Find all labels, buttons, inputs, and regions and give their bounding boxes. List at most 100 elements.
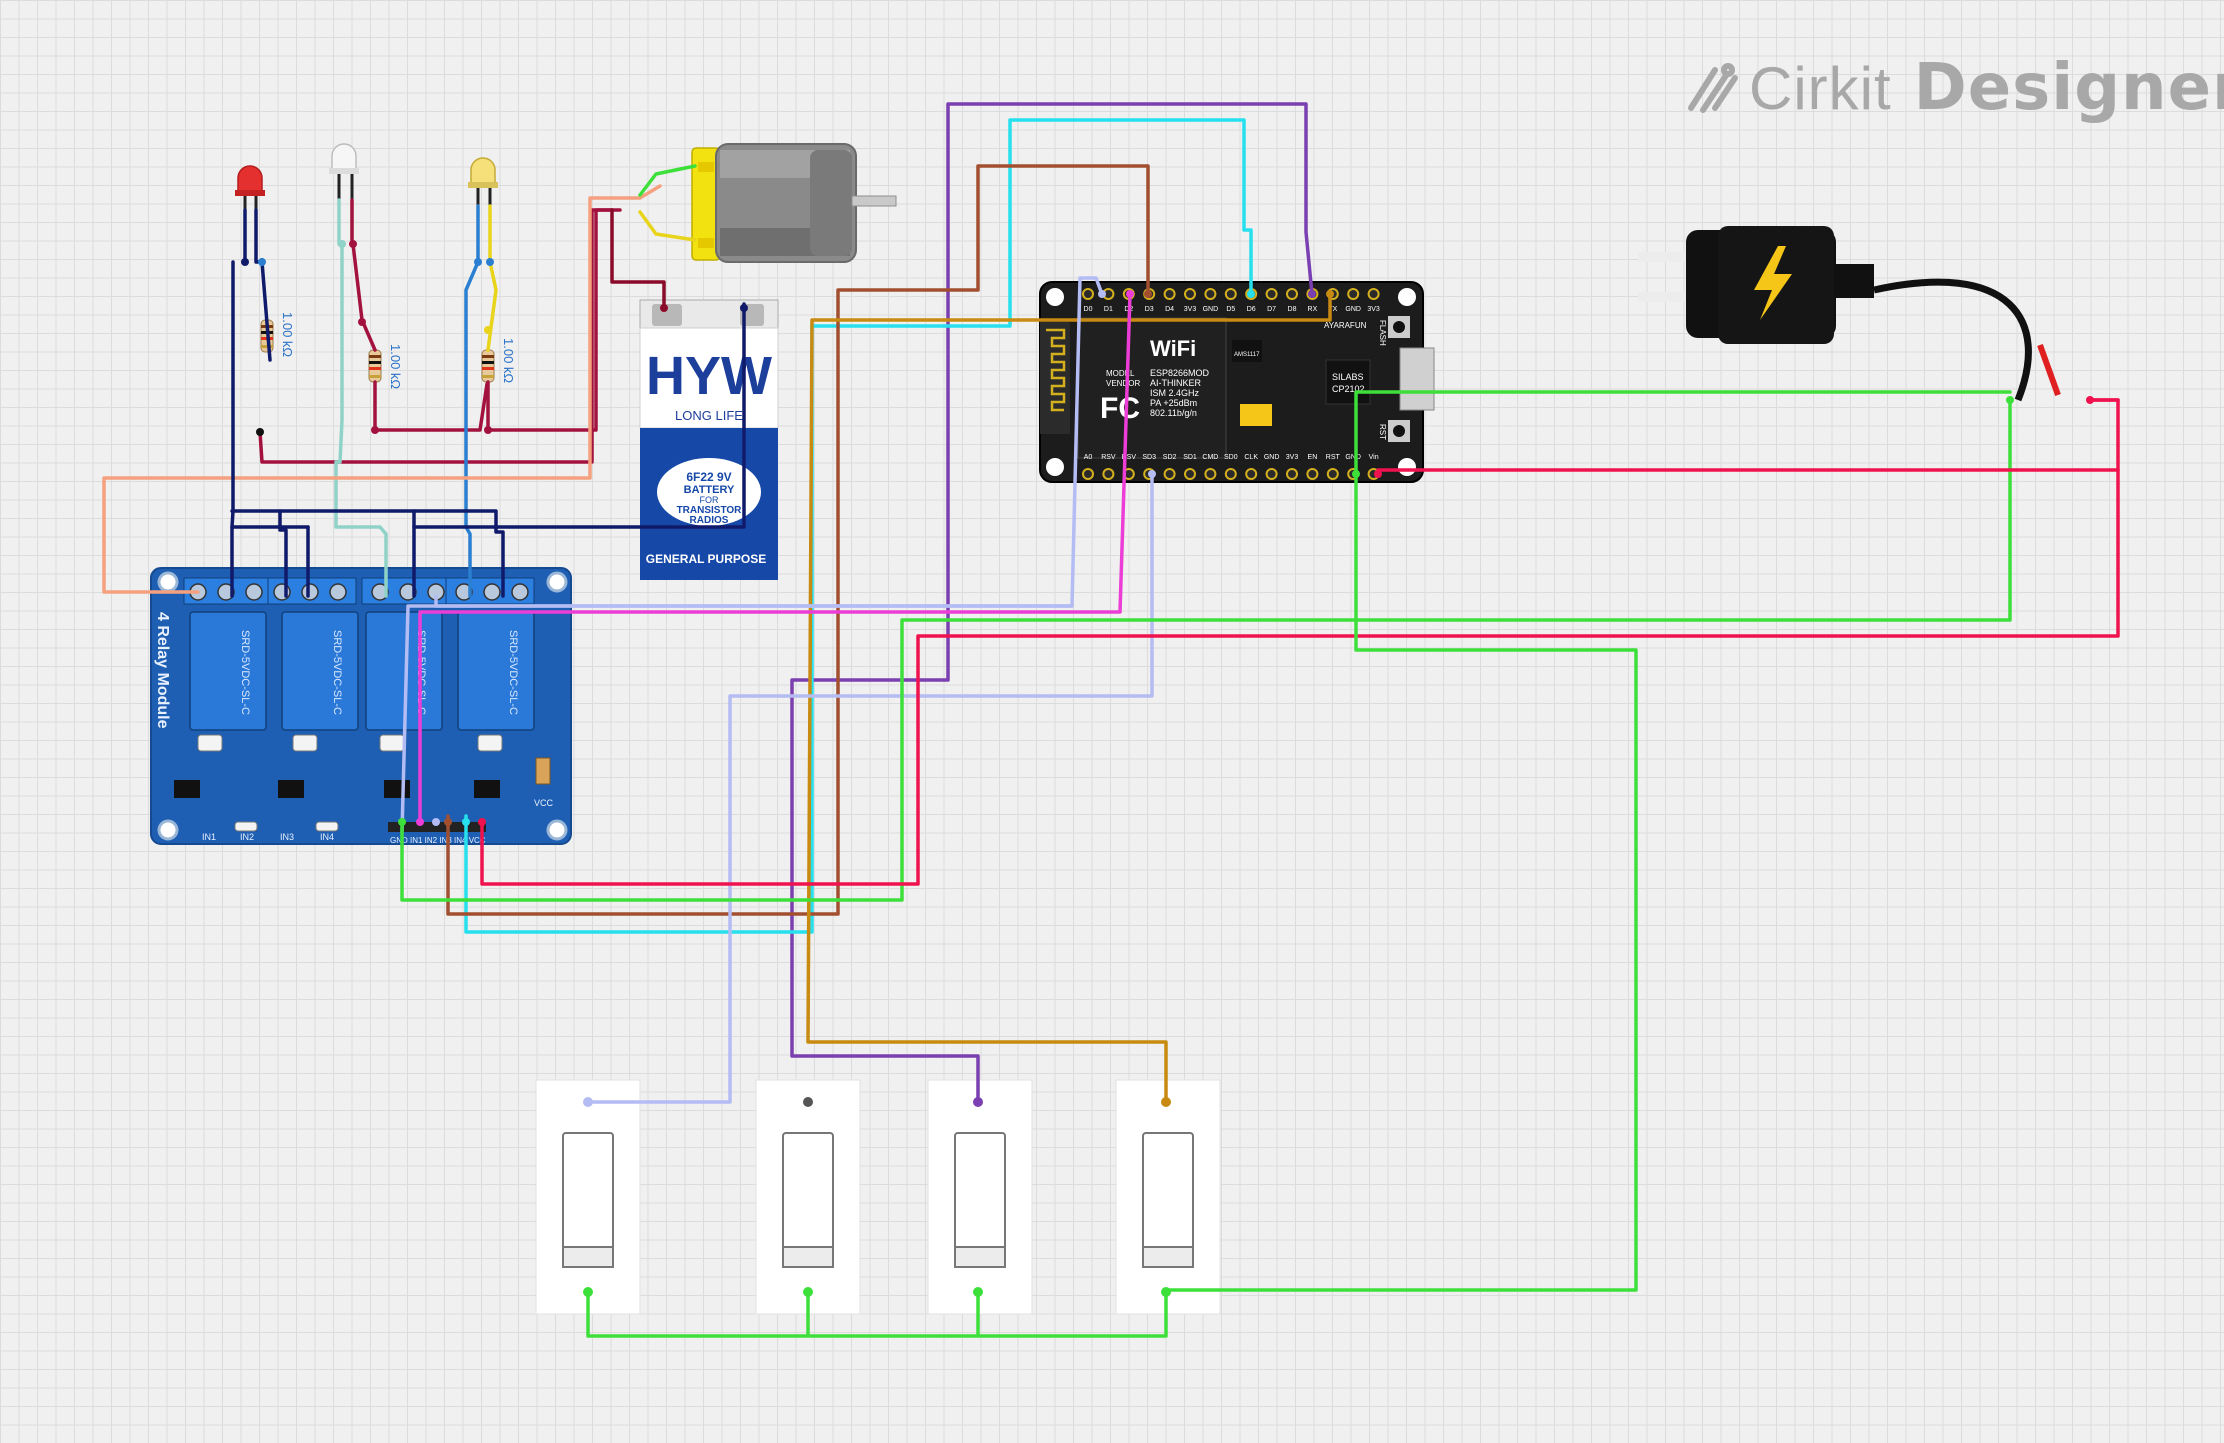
- wire-pink[interactable]: [418, 292, 1132, 824]
- esp-fc-logo: FC: [1100, 392, 1140, 425]
- esp-bottom-pin-en-11[interactable]: [1306, 468, 1319, 480]
- esp-bottom-pin-a0-0[interactable]: [1082, 468, 1094, 480]
- relay-in2-label: IN2: [240, 832, 254, 842]
- wire-motor-darkred[interactable]: [610, 208, 666, 310]
- wire-red-esp[interactable]: [1376, 468, 2120, 476]
- esp-bottom-pin-label-10: 3V3: [1286, 454, 1299, 461]
- esp-bottom-pin-rsv-1[interactable]: [1102, 468, 1115, 480]
- wire-green-bottom[interactable]: [586, 1290, 1168, 1338]
- wire-led2-leg[interactable]: [334, 198, 388, 598]
- wire-motor-yellow[interactable]: [638, 210, 697, 242]
- battery-slogan: LONG LIFE: [675, 408, 743, 423]
- cirkit-designer-logo: Cirkit Designer: [1685, 48, 2224, 128]
- esp-bottom-pin-rst-12[interactable]: [1326, 468, 1339, 480]
- relay-module[interactable]: SRD-5VDC-SL-C SRD-5VDC-SL-C SRD-5VDC-SL-…: [150, 567, 572, 845]
- esp-top-pin-d7-9[interactable]: [1265, 288, 1278, 300]
- switch-3[interactable]: [927, 1079, 1033, 1315]
- esp-top-pin-d8-10[interactable]: [1286, 288, 1298, 300]
- relay-in1-label: IN1: [202, 832, 216, 842]
- esp-top-pin-gnd-13[interactable]: [1347, 288, 1360, 300]
- esp-bottom-pin-cmd-6[interactable]: [1204, 468, 1217, 480]
- switch-1[interactable]: [535, 1079, 641, 1315]
- esp-info-4: 802.11b/g/n: [1150, 408, 1197, 418]
- esp-flash-label: FLASH: [1378, 320, 1387, 346]
- relay-4-text: SRD-5VDC-SL-C: [507, 630, 519, 715]
- esp-bottom-pin-clk-8[interactable]: [1245, 468, 1258, 480]
- esp-bottom-pin-label-4: SD2: [1163, 454, 1177, 461]
- switch-4[interactable]: [1115, 1079, 1221, 1315]
- esp-top-pin-d5-7[interactable]: [1224, 288, 1237, 300]
- wire-cyan[interactable]: [464, 118, 1253, 934]
- esp-bottom-pin-label-7: SD0: [1224, 454, 1238, 461]
- relay-in4-label: IN4: [320, 832, 334, 842]
- esp-top-pin-label-8: D6: [1247, 306, 1256, 313]
- esp-info-2: ISM 2.4GHz: [1150, 388, 1200, 398]
- led-white[interactable]: [329, 143, 359, 200]
- battery-footer: GENERAL PURPOSE: [646, 552, 766, 566]
- wire-res1-maroon[interactable]: [258, 208, 614, 464]
- esp-wifi-logo: WiFi: [1150, 336, 1196, 361]
- wire-navy-battery[interactable]: [494, 302, 746, 529]
- esp-top-pin-d0-0[interactable]: [1082, 288, 1094, 300]
- wire-salmon[interactable]: [102, 184, 662, 594]
- esp-bottom-pin-label-2: RSV: [1122, 454, 1137, 461]
- wire-navy-2[interactable]: [230, 509, 505, 598]
- esp-bottom-pin-label-0: A0: [1084, 454, 1093, 461]
- wire-led3-res[interactable]: [486, 204, 498, 352]
- wire-navy-3[interactable]: [278, 509, 288, 598]
- resistor-1-label: 1.00 kΩ: [280, 312, 295, 357]
- esp-bottom-pin-label-13: GND: [1345, 454, 1361, 461]
- pin-dots: [241, 240, 2094, 1297]
- led-red[interactable]: [235, 165, 265, 210]
- wire-green-relay[interactable]: [400, 398, 2012, 902]
- esp-bottom-pin-label-5: SD1: [1183, 454, 1197, 461]
- esp-bottom-pin-gnd-9[interactable]: [1265, 468, 1278, 480]
- wire-navy-1[interactable]: [230, 260, 235, 598]
- esp-info-1: AI-THINKER: [1150, 378, 1202, 388]
- wire-amber[interactable]: [806, 292, 1332, 1104]
- power-supply[interactable]: [1638, 226, 2061, 402]
- esp-top-pin-label-14: 3V3: [1367, 306, 1380, 313]
- esp-top-pin-gnd-6[interactable]: [1204, 288, 1217, 300]
- relay-jumper-label: VCC: [534, 798, 554, 808]
- wire-motor-green[interactable]: [638, 164, 697, 197]
- wire-purple[interactable]: [790, 102, 1314, 1104]
- relay-2-text: SRD-5VDC-SL-C: [331, 630, 343, 715]
- resistor-3[interactable]: 1.00 kΩ: [481, 338, 516, 383]
- wire-res2-maroon[interactable]: [373, 380, 489, 432]
- relay-header-pins: GND IN1 IN2 IN3 IN4 VCC: [390, 836, 486, 845]
- battery-model-line-3: FOR: [700, 495, 719, 505]
- esp-bottom-pin-3v3-10[interactable]: [1286, 468, 1298, 480]
- esp-top-pin-label-10: D8: [1288, 306, 1297, 313]
- esp-bottom-pin-sd2-4[interactable]: [1163, 468, 1176, 480]
- esp-bottom-pin-label-11: EN: [1308, 454, 1318, 461]
- esp-vendor-model: MODEL: [1106, 369, 1135, 378]
- dc-motor[interactable]: [691, 143, 897, 263]
- wire-green-esp[interactable]: [1354, 390, 2012, 476]
- wire-res3-maroon[interactable]: [486, 208, 622, 432]
- esp-top-pin-3v3-14[interactable]: [1367, 288, 1380, 300]
- esp-bottom-pin-sd0-7[interactable]: [1224, 468, 1237, 480]
- esp-bottom-pin-sd1-5[interactable]: [1184, 468, 1196, 480]
- wire-lavender-bottom[interactable]: [586, 472, 1154, 1104]
- resistor-2-label: 1.00 kΩ: [388, 344, 403, 389]
- esp-top-pin-d4-4[interactable]: [1163, 288, 1176, 300]
- esp-top-pin-label-3: D3: [1145, 306, 1154, 313]
- esp-top-pin-label-6: GND: [1203, 306, 1219, 313]
- esp-bottom-pin-label-6: CMD: [1202, 454, 1218, 461]
- wire-lavender-relay[interactable]: [400, 604, 1074, 834]
- wire-brown[interactable]: [446, 164, 1150, 916]
- esp-top-pin-3v3-5[interactable]: [1184, 288, 1196, 300]
- wire-led2-res[interactable]: [350, 198, 377, 352]
- cirkit-logo-icon: [1688, 63, 1738, 113]
- wire-green-switch4[interactable]: [1164, 472, 1638, 1292]
- led-yellow[interactable]: [468, 157, 498, 206]
- switch-2[interactable]: [755, 1079, 861, 1315]
- esp-bottom-pin-label-8: CLK: [1244, 454, 1258, 461]
- esp-top-pin-label-11: RX: [1308, 306, 1318, 313]
- esp-bottom-pin-label-3: SD3: [1142, 454, 1156, 461]
- esp8266-nodemcu[interactable]: WiFi FC ESP8266MOD MODEL VENDOR AI-THINK…: [1039, 281, 1435, 483]
- battery-9v[interactable]: HYW LONG LIFE 6F22 9V BATTERY FOR TRANSI…: [639, 299, 779, 580]
